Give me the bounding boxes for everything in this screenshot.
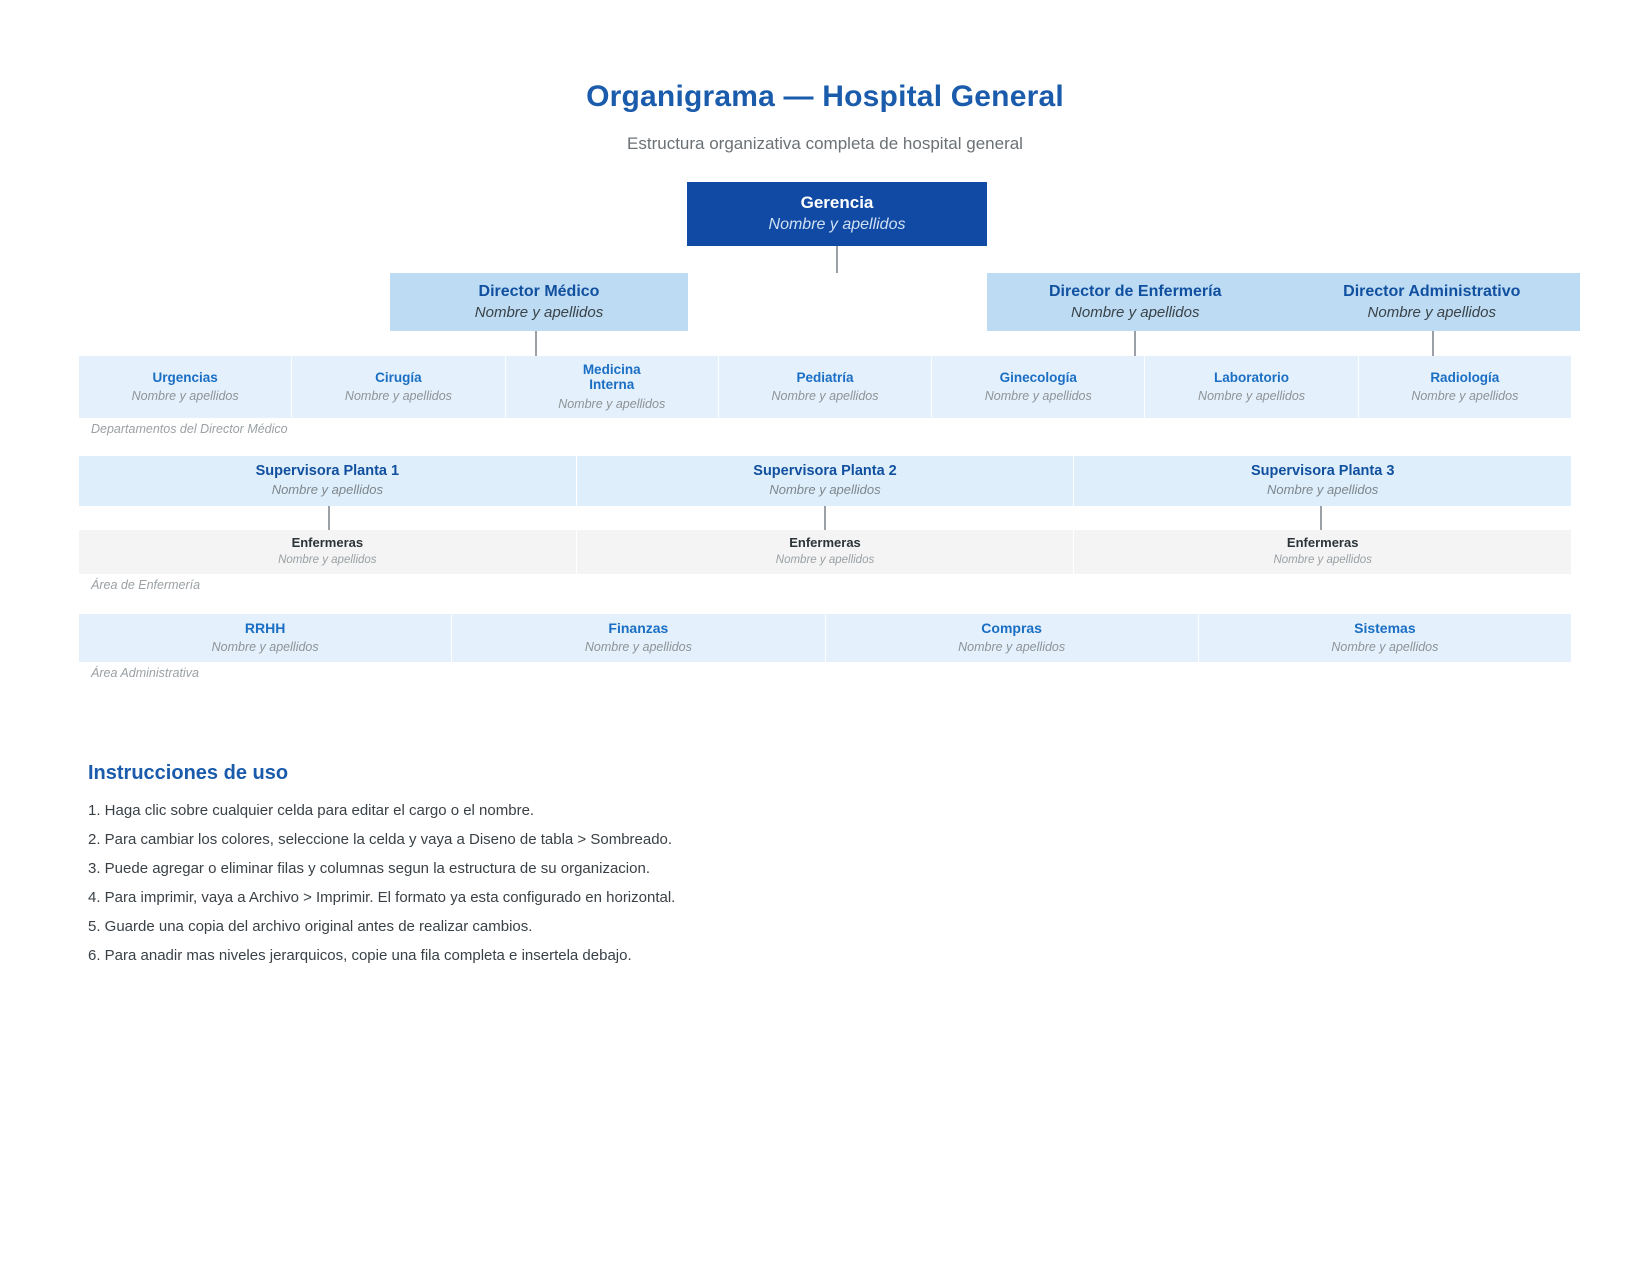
administrative-caption: Área Administrativa xyxy=(91,666,199,680)
node-laboratorio-subtitle: Nombre y apellidos xyxy=(1198,389,1306,404)
instructions-heading: Instrucciones de uso xyxy=(88,762,289,784)
node-medicina-interna-subtitle: Nombre y apellidos xyxy=(558,396,666,411)
departments-band: Urgencias Nombre y apellidos Cirugía Nom… xyxy=(79,356,1571,418)
node-director-medico[interactable]: Director Médico Nombre y apellidos xyxy=(390,273,688,331)
instruction-item-6: 6. Para anadir mas niveles jerarquicos, … xyxy=(88,947,632,964)
node-enfermeras-1-title: Enfermeras xyxy=(291,535,364,551)
node-pediatria-title: Pediatría xyxy=(796,369,854,385)
org-chart: Gerencia Nombre y apellidos Director Méd… xyxy=(0,182,1650,680)
instruction-item-3: 3. Puede agregar o eliminar filas y colu… xyxy=(88,860,650,877)
node-rrhh-title: RRHH xyxy=(244,620,286,637)
node-director-enfermeria-subtitle: Nombre y apellidos xyxy=(1071,303,1200,321)
node-supervisora-planta-2-subtitle: Nombre y apellidos xyxy=(769,482,881,498)
node-director-administrativo[interactable]: Director Administrativo Nombre y apellid… xyxy=(1284,282,1581,323)
node-enfermeras-3[interactable]: Enfermeras Nombre y apellidos xyxy=(1074,530,1571,574)
node-cirugia[interactable]: Cirugía Nombre y apellidos xyxy=(292,356,506,418)
node-urgencias[interactable]: Urgencias Nombre y apellidos xyxy=(79,356,293,418)
connector-supervisor-1-down xyxy=(328,506,330,530)
node-finanzas[interactable]: Finanzas Nombre y apellidos xyxy=(452,614,826,662)
node-urgencias-title: Urgencias xyxy=(152,369,218,385)
node-compras-title: Compras xyxy=(981,620,1042,637)
node-supervisora-planta-3[interactable]: Supervisora Planta 3 Nombre y apellidos xyxy=(1074,456,1571,506)
connector-director-medico-down xyxy=(535,331,537,356)
connector-director-administrativo-down xyxy=(1432,331,1434,356)
node-finanzas-title: Finanzas xyxy=(608,620,669,637)
node-enfermeras-2[interactable]: Enfermeras Nombre y apellidos xyxy=(577,530,1075,574)
directors-row: Director Médico Nombre y apellidos Direc… xyxy=(0,273,1650,356)
node-director-administrativo-title: Director Administrativo xyxy=(1343,282,1521,300)
node-pediatria[interactable]: Pediatría Nombre y apellidos xyxy=(719,356,933,418)
instructions-section: Instrucciones de uso 1. Haga clic sobre … xyxy=(88,762,1188,977)
nurses-caption: Área de Enfermería xyxy=(91,578,201,592)
instruction-item-1: 1. Haga clic sobre cualquier celda para … xyxy=(88,802,535,819)
instruction-item-5: 5. Guarde una copia del archivo original… xyxy=(88,918,533,935)
node-supervisora-planta-1[interactable]: Supervisora Planta 1 Nombre y apellidos xyxy=(79,456,577,506)
node-ginecologia[interactable]: Ginecología Nombre y apellidos xyxy=(932,356,1146,418)
root-row: Gerencia Nombre y apellidos xyxy=(0,182,1650,273)
node-cirugia-title: Cirugía xyxy=(375,369,422,385)
node-enfermeras-1-subtitle: Nombre y apellidos xyxy=(278,554,377,566)
node-gerencia-title: Gerencia xyxy=(800,192,874,212)
page-title: Organigrama — Hospital General xyxy=(586,80,1064,113)
node-gerencia[interactable]: Gerencia Nombre y apellidos xyxy=(687,182,987,246)
node-rrhh-subtitle: Nombre y apellidos xyxy=(211,640,319,655)
node-cirugia-subtitle: Nombre y apellidos xyxy=(344,389,452,404)
directors-right-group: Director de Enfermería Nombre y apellido… xyxy=(987,273,1580,331)
node-compras[interactable]: Compras Nombre y apellidos xyxy=(826,614,1199,662)
administrative-band: RRHH Nombre y apellidos Finanzas Nombre … xyxy=(79,614,1571,662)
node-supervisora-planta-2[interactable]: Supervisora Planta 2 Nombre y apellidos xyxy=(577,456,1075,506)
node-radiologia[interactable]: Radiología Nombre y apellidos xyxy=(1359,356,1571,418)
node-medicina-interna-title: Medicina Interna xyxy=(582,361,641,393)
node-radiologia-subtitle: Nombre y apellidos xyxy=(1411,389,1519,404)
node-compras-subtitle: Nombre y apellidos xyxy=(958,640,1066,655)
node-supervisora-planta-3-subtitle: Nombre y apellidos xyxy=(1267,482,1379,498)
node-enfermeras-2-subtitle: Nombre y apellidos xyxy=(775,554,875,566)
instruction-item-4: 4. Para imprimir, vaya a Archivo > Impri… xyxy=(88,889,676,906)
node-enfermeras-1[interactable]: Enfermeras Nombre y apellidos xyxy=(79,530,577,574)
connector-supervisor-3-down xyxy=(1320,506,1322,530)
node-radiologia-title: Radiología xyxy=(1430,369,1500,385)
node-sistemas-subtitle: Nombre y apellidos xyxy=(1331,640,1439,655)
node-laboratorio-title: Laboratorio xyxy=(1214,369,1290,385)
connector-director-enfermeria-down xyxy=(1134,331,1136,356)
node-gerencia-subtitle: Nombre y apellidos xyxy=(768,216,906,234)
node-supervisora-planta-1-title: Supervisora Planta 1 xyxy=(255,462,400,479)
node-director-medico-title: Director Médico xyxy=(478,282,600,300)
connector-root-down xyxy=(836,246,838,273)
node-supervisora-planta-2-title: Supervisora Planta 2 xyxy=(753,462,897,479)
node-enfermeras-2-title: Enfermeras xyxy=(789,535,861,551)
node-sistemas[interactable]: Sistemas Nombre y apellidos xyxy=(1199,614,1571,662)
node-director-enfermeria-title: Director de Enfermería xyxy=(1048,282,1222,300)
page-subtitle: Estructura organizativa completa de hosp… xyxy=(627,134,1023,153)
node-director-enfermeria[interactable]: Director de Enfermería Nombre y apellido… xyxy=(987,282,1284,323)
instruction-item-2: 2. Para cambiar los colores, seleccione … xyxy=(88,831,673,848)
node-ginecologia-title: Ginecología xyxy=(999,369,1077,385)
node-supervisora-planta-1-subtitle: Nombre y apellidos xyxy=(271,482,383,498)
connector-supervisor-2-down xyxy=(824,506,826,530)
node-director-medico-subtitle: Nombre y apellidos xyxy=(474,303,604,321)
node-sistemas-title: Sistemas xyxy=(1354,620,1416,637)
supervisors-band: Supervisora Planta 1 Nombre y apellidos … xyxy=(79,456,1571,506)
node-director-administrativo-subtitle: Nombre y apellidos xyxy=(1367,303,1496,321)
node-finanzas-subtitle: Nombre y apellidos xyxy=(584,640,692,655)
node-laboratorio[interactable]: Laboratorio Nombre y apellidos xyxy=(1145,356,1359,418)
node-ginecologia-subtitle: Nombre y apellidos xyxy=(984,389,1092,404)
node-enfermeras-3-title: Enfermeras xyxy=(1286,535,1359,551)
node-pediatria-subtitle: Nombre y apellidos xyxy=(771,389,879,404)
node-urgencias-subtitle: Nombre y apellidos xyxy=(131,389,239,404)
node-rrhh[interactable]: RRHH Nombre y apellidos xyxy=(79,614,453,662)
departments-caption: Departamentos del Director Médico xyxy=(91,422,288,436)
node-enfermeras-3-subtitle: Nombre y apellidos xyxy=(1273,554,1372,566)
node-medicina-interna[interactable]: Medicina Interna Nombre y apellidos xyxy=(506,356,719,418)
nurses-band: Enfermeras Nombre y apellidos Enfermeras… xyxy=(79,530,1571,574)
node-supervisora-planta-3-title: Supervisora Planta 3 xyxy=(1250,462,1395,479)
